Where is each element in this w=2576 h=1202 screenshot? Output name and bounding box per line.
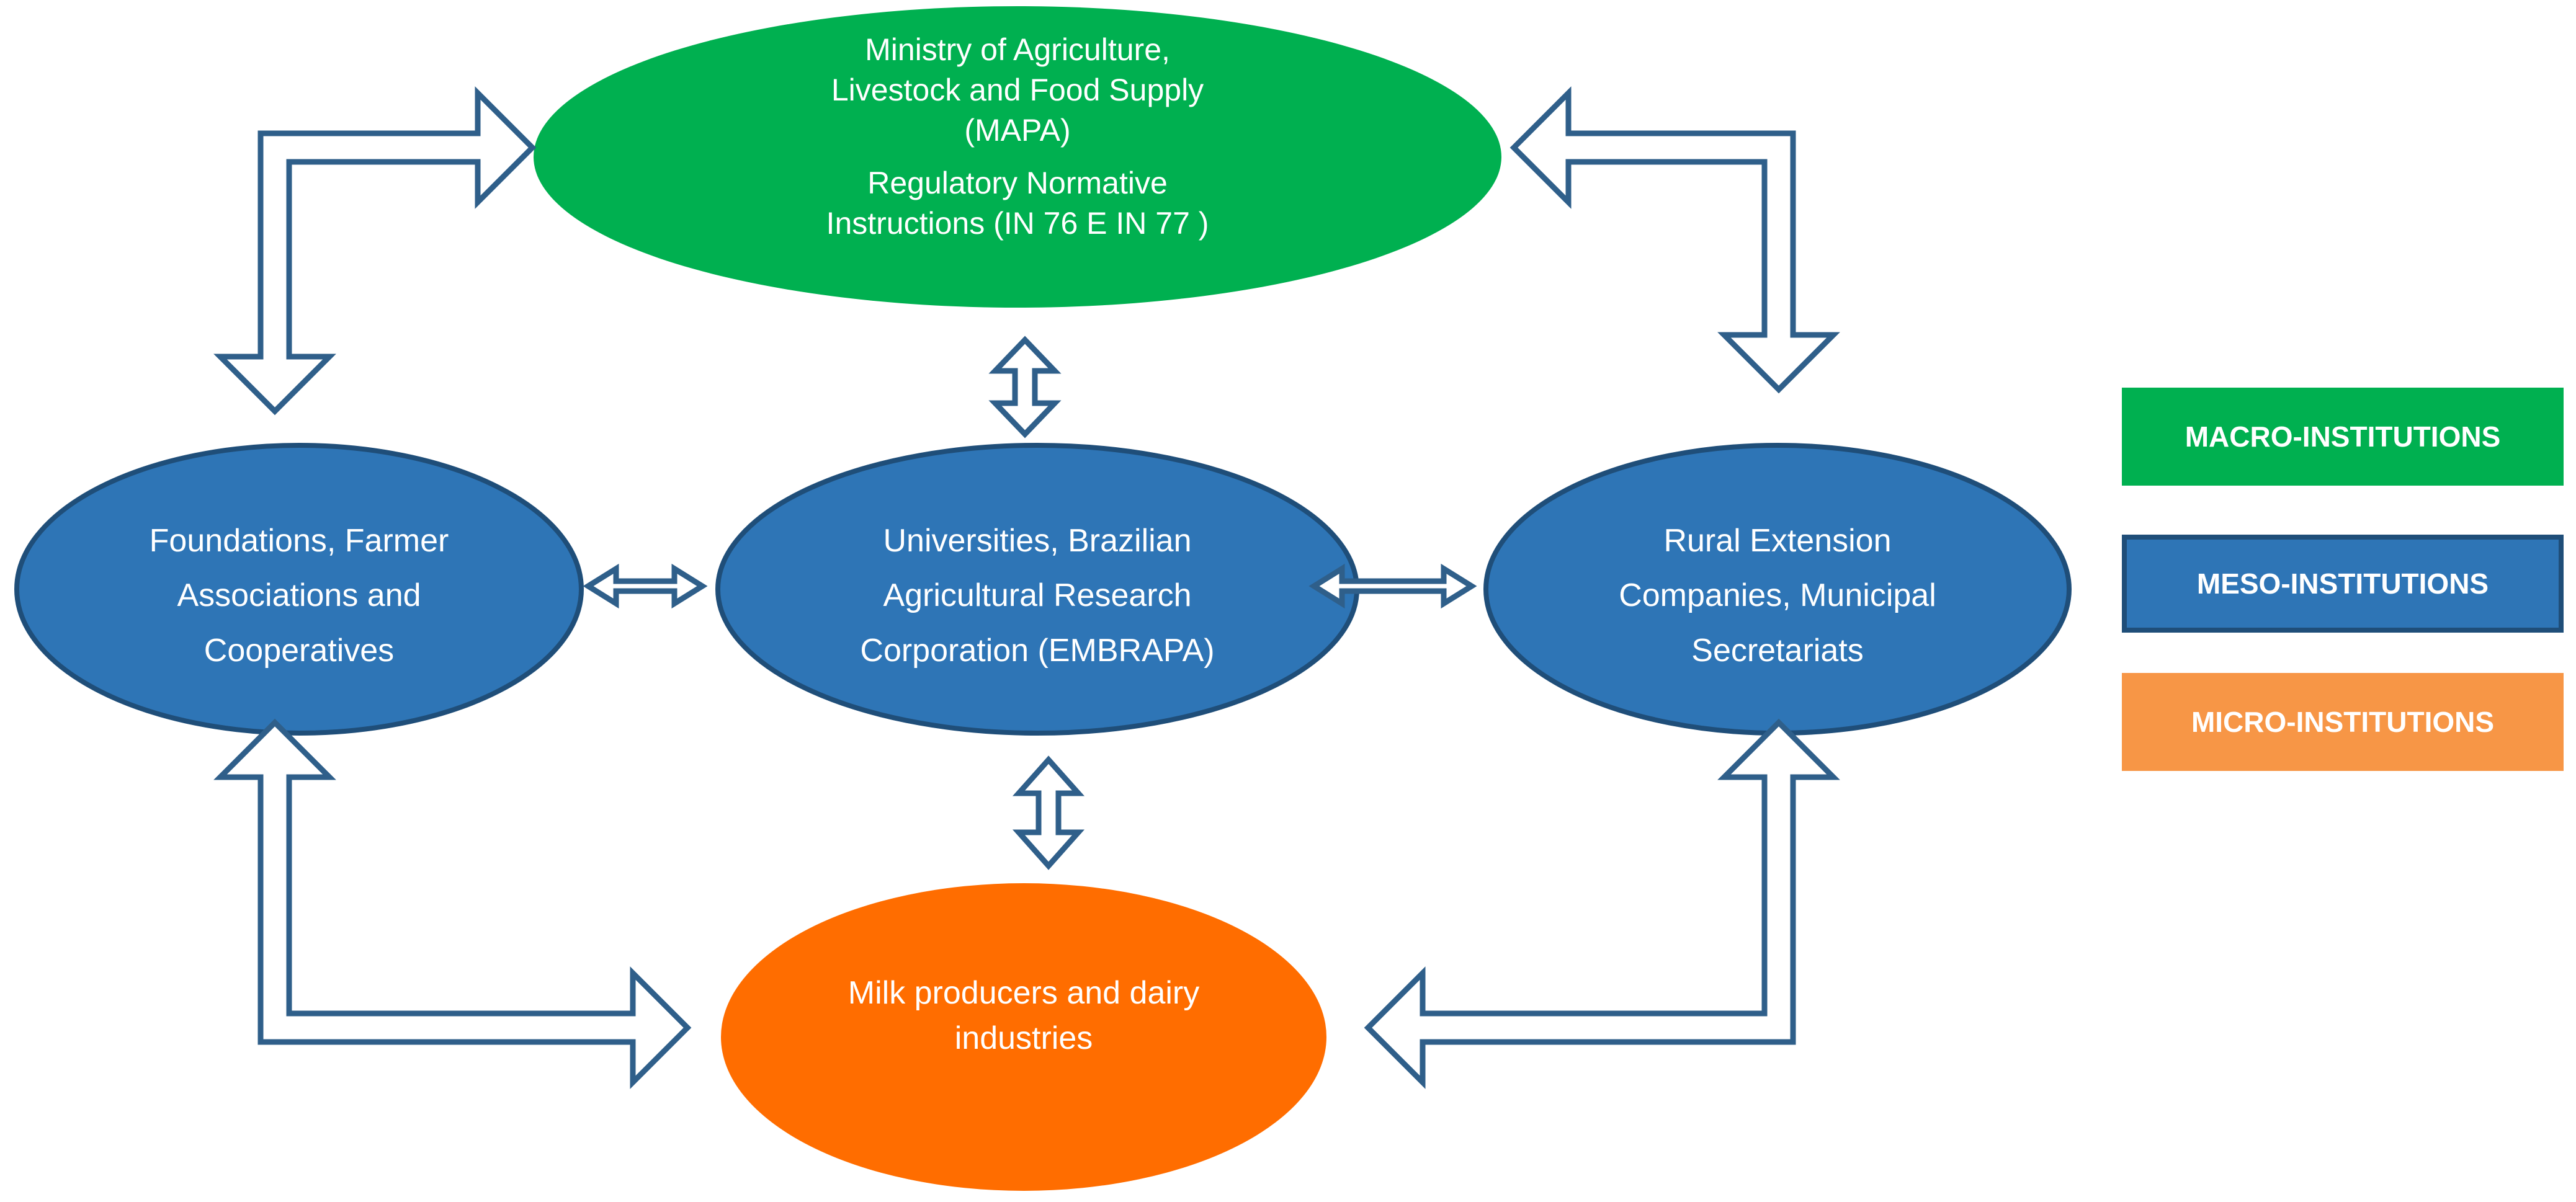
- rural-line-3: Secretariats: [1691, 632, 1864, 669]
- milk-ellipse: [721, 883, 1326, 1191]
- legend-meso: MESO-INSTITUTIONS: [2122, 535, 2564, 633]
- universities-line-2: Agricultural Research: [883, 577, 1192, 614]
- foundations-line-3: Cooperatives: [203, 632, 395, 669]
- milk-line-2: industries: [954, 1020, 1093, 1056]
- arrow-foundations-milk: [213, 718, 692, 1089]
- arrow-foundations-universities: [583, 563, 708, 609]
- arrow-milk-rural: [1364, 718, 1840, 1089]
- rural-line-1: Rural Extension: [1663, 523, 1892, 559]
- legend-micro: MICRO-INSTITUTIONS: [2122, 673, 2564, 771]
- mapa-subline-1: Regulatory Normative: [867, 166, 1168, 200]
- mapa-line-3: (MAPA): [964, 113, 1071, 148]
- arrow-mapa-universities: [988, 336, 1062, 439]
- legend-micro-label: MICRO-INSTITUTIONS: [2191, 706, 2495, 738]
- mapa-subline-2: Instructions (IN 76 E IN 77 ): [826, 206, 1209, 241]
- legend-macro-label: MACRO-INSTITUTIONS: [2185, 421, 2501, 453]
- arrow-foundations-mapa: [213, 86, 537, 416]
- arrow-universities-rural: [1308, 563, 1477, 609]
- universities-label: Universities, Brazilian Agricultural Res…: [789, 514, 1286, 678]
- rural-label: Rural Extension Companies, Municipal Sec…: [1529, 514, 2026, 678]
- mapa-label: Ministry of Agriculture, Livestock and F…: [707, 30, 1328, 244]
- milk-line-1: Milk producers and dairy: [847, 975, 1200, 1011]
- legend-meso-label: MESO-INSTITUTIONS: [2196, 568, 2489, 600]
- foundations-ellipse: [14, 443, 584, 736]
- foundations-line-2: Associations and: [177, 577, 421, 614]
- foundations-line-1: Foundations, Farmer: [149, 523, 449, 559]
- universities-line-3: Corporation (EMBRAPA): [860, 632, 1215, 669]
- mapa-line-1: Ministry of Agriculture,: [865, 32, 1170, 67]
- rural-line-2: Companies, Municipal: [1619, 577, 1936, 614]
- mapa-line-2: Livestock and Food Supply: [831, 73, 1204, 107]
- arrow-mapa-rural: [1509, 86, 1840, 394]
- arrow-universities-milk: [1012, 755, 1085, 870]
- milk-label: Milk producers and dairy industries: [776, 971, 1272, 1061]
- foundations-label: Foundations, Farmer Associations and Coo…: [51, 514, 547, 678]
- mapa-ellipse: [534, 6, 1501, 308]
- legend-macro: MACRO-INSTITUTIONS: [2122, 388, 2564, 486]
- universities-line-1: Universities, Brazilian: [883, 523, 1192, 559]
